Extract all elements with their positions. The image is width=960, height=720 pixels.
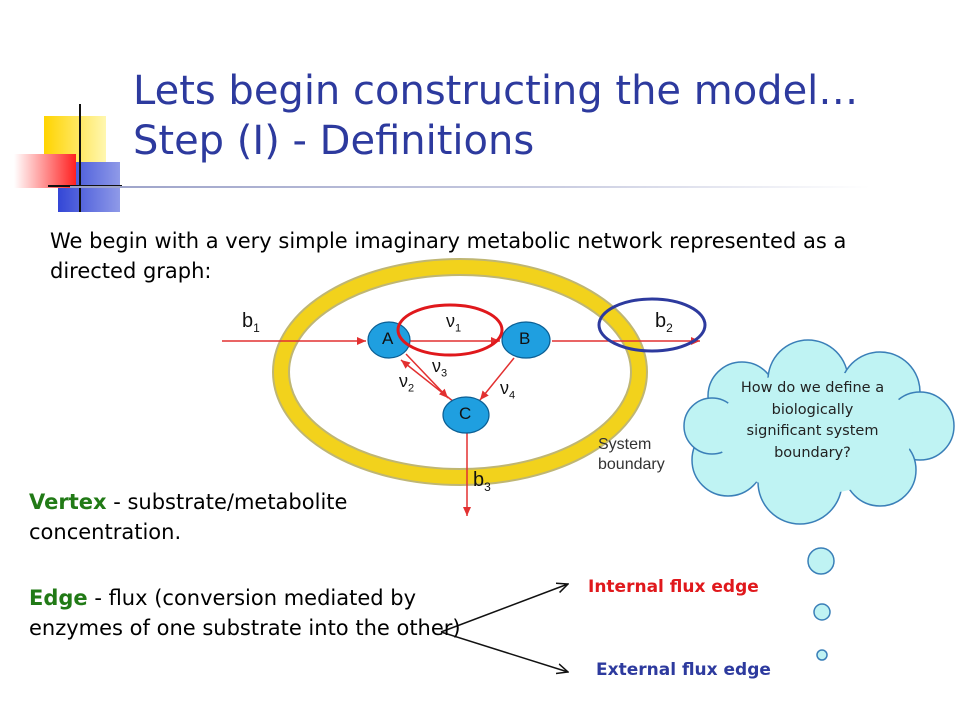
system-boundary-label: System boundary [598,436,665,473]
node-b [501,321,551,359]
internal-flux-highlight [396,303,504,357]
system-boundary-ring [274,260,646,484]
external-flux-label: External flux edge [596,660,771,680]
internal-flux-label: Internal flux edge [588,577,759,597]
edge-v3-label: ν3 [432,356,448,380]
node-b-label: B [519,329,531,348]
cloud-question: How do we define a biologically signific… [740,380,885,461]
edge-definition: Edge - flux (conversion mediated by enzy… [29,583,469,643]
edge-term: Edge [29,586,88,610]
edge-b1-label: b1 [242,310,260,335]
page-title: Lets begin constructing the model… Step … [133,66,933,166]
node-a-label: A [382,329,394,348]
arrow-to-internal [440,584,568,633]
external-flux-highlight [597,297,707,353]
edge-v4-label: ν4 [500,378,516,402]
cloud-bubble-medium [813,603,831,621]
title-underline [70,186,870,188]
vertex-description: - substrate/metabolite concentration. [29,490,348,544]
thought-cloud [683,339,955,661]
vertex-definition: Vertex - substrate/metabolite concentrat… [29,487,469,547]
edge-b2-label: b2 [655,310,673,335]
title-line-1: Lets begin constructing the model… [133,68,859,114]
cloud-bubble-small [816,649,828,661]
edge-b3-label: b3 [473,469,491,494]
edge-v3 [405,353,449,399]
edge-v4 [479,357,515,401]
cloud-bubble-large [807,547,835,575]
node-c-label: C [459,404,472,423]
arrow-to-external [440,631,568,672]
edge-v2-label: ν2 [399,371,415,395]
title-line-2: Step (I) - Definitions [133,118,535,164]
edge-v1-label: ν1 [446,311,462,335]
red-square [14,154,76,188]
node-c [442,396,490,434]
vertex-term: Vertex [29,490,107,514]
intro-text: We begin with a very simple imaginary me… [50,229,847,283]
edge-description: - flux (conversion mediated by enzymes o… [29,586,461,640]
